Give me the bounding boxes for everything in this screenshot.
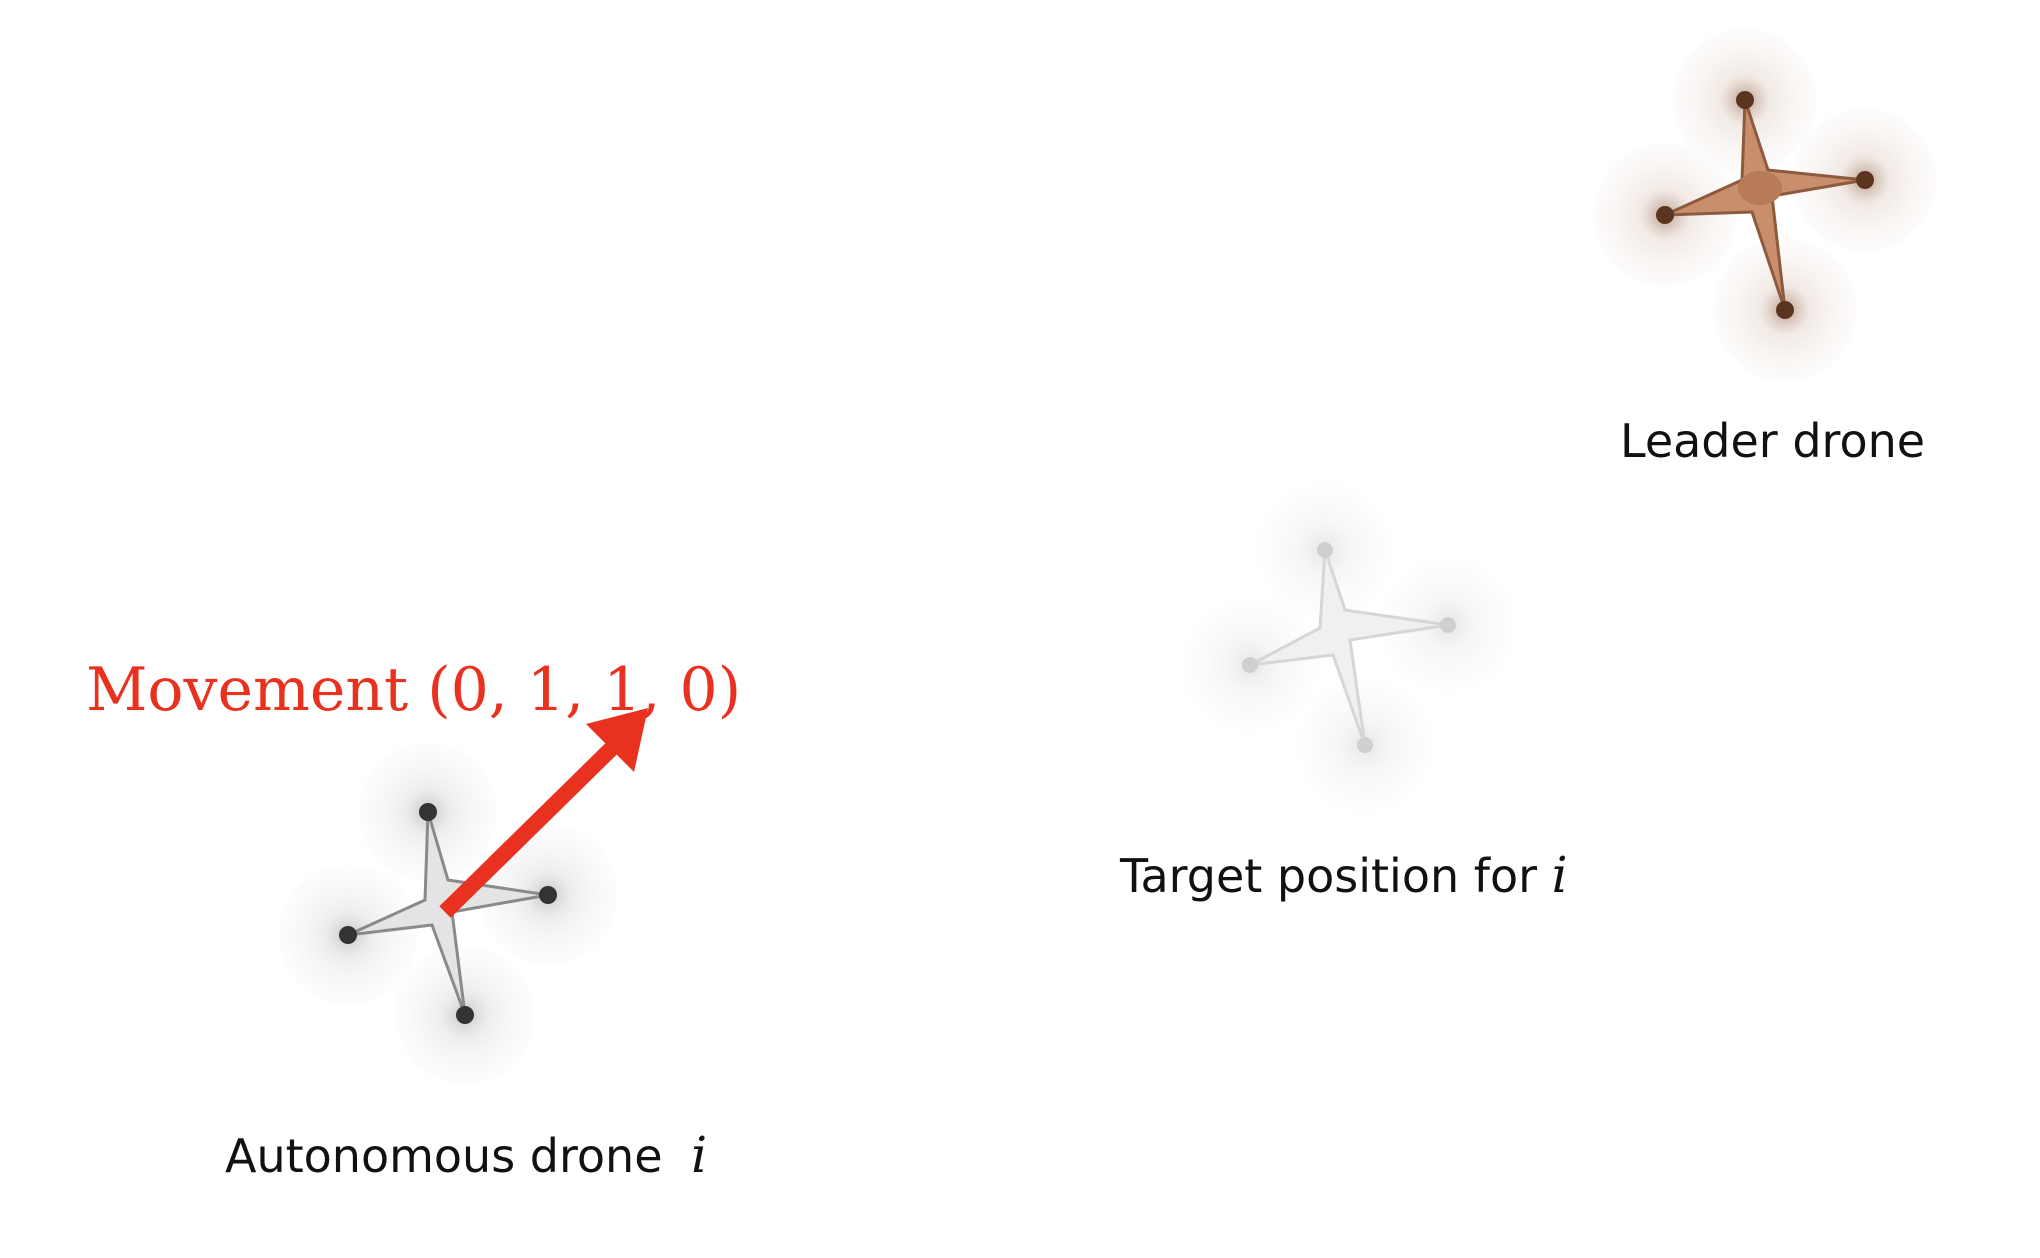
autonomous-variable: i — [691, 1126, 708, 1184]
autonomous-drone-text: Autonomous drone — [225, 1129, 663, 1183]
target-position-drone-icon — [1182, 482, 1516, 813]
target-position-text: Target position for — [1120, 849, 1538, 903]
target-body — [1242, 542, 1456, 753]
leader-drone-icon — [1593, 28, 1937, 382]
movement-label: Movement (0, 1, 1, 0) — [86, 655, 742, 725]
autonomous-drone-label: Autonomous drone i — [225, 1130, 707, 1180]
movement-arrow — [439, 708, 648, 918]
target-position-label: Target position for i — [1120, 850, 1568, 900]
target-variable: i — [1551, 846, 1568, 904]
leader-drone-label: Leader drone — [1620, 418, 1925, 464]
leader-drone-text: Leader drone — [1620, 414, 1926, 468]
leader-body — [1656, 91, 1874, 319]
